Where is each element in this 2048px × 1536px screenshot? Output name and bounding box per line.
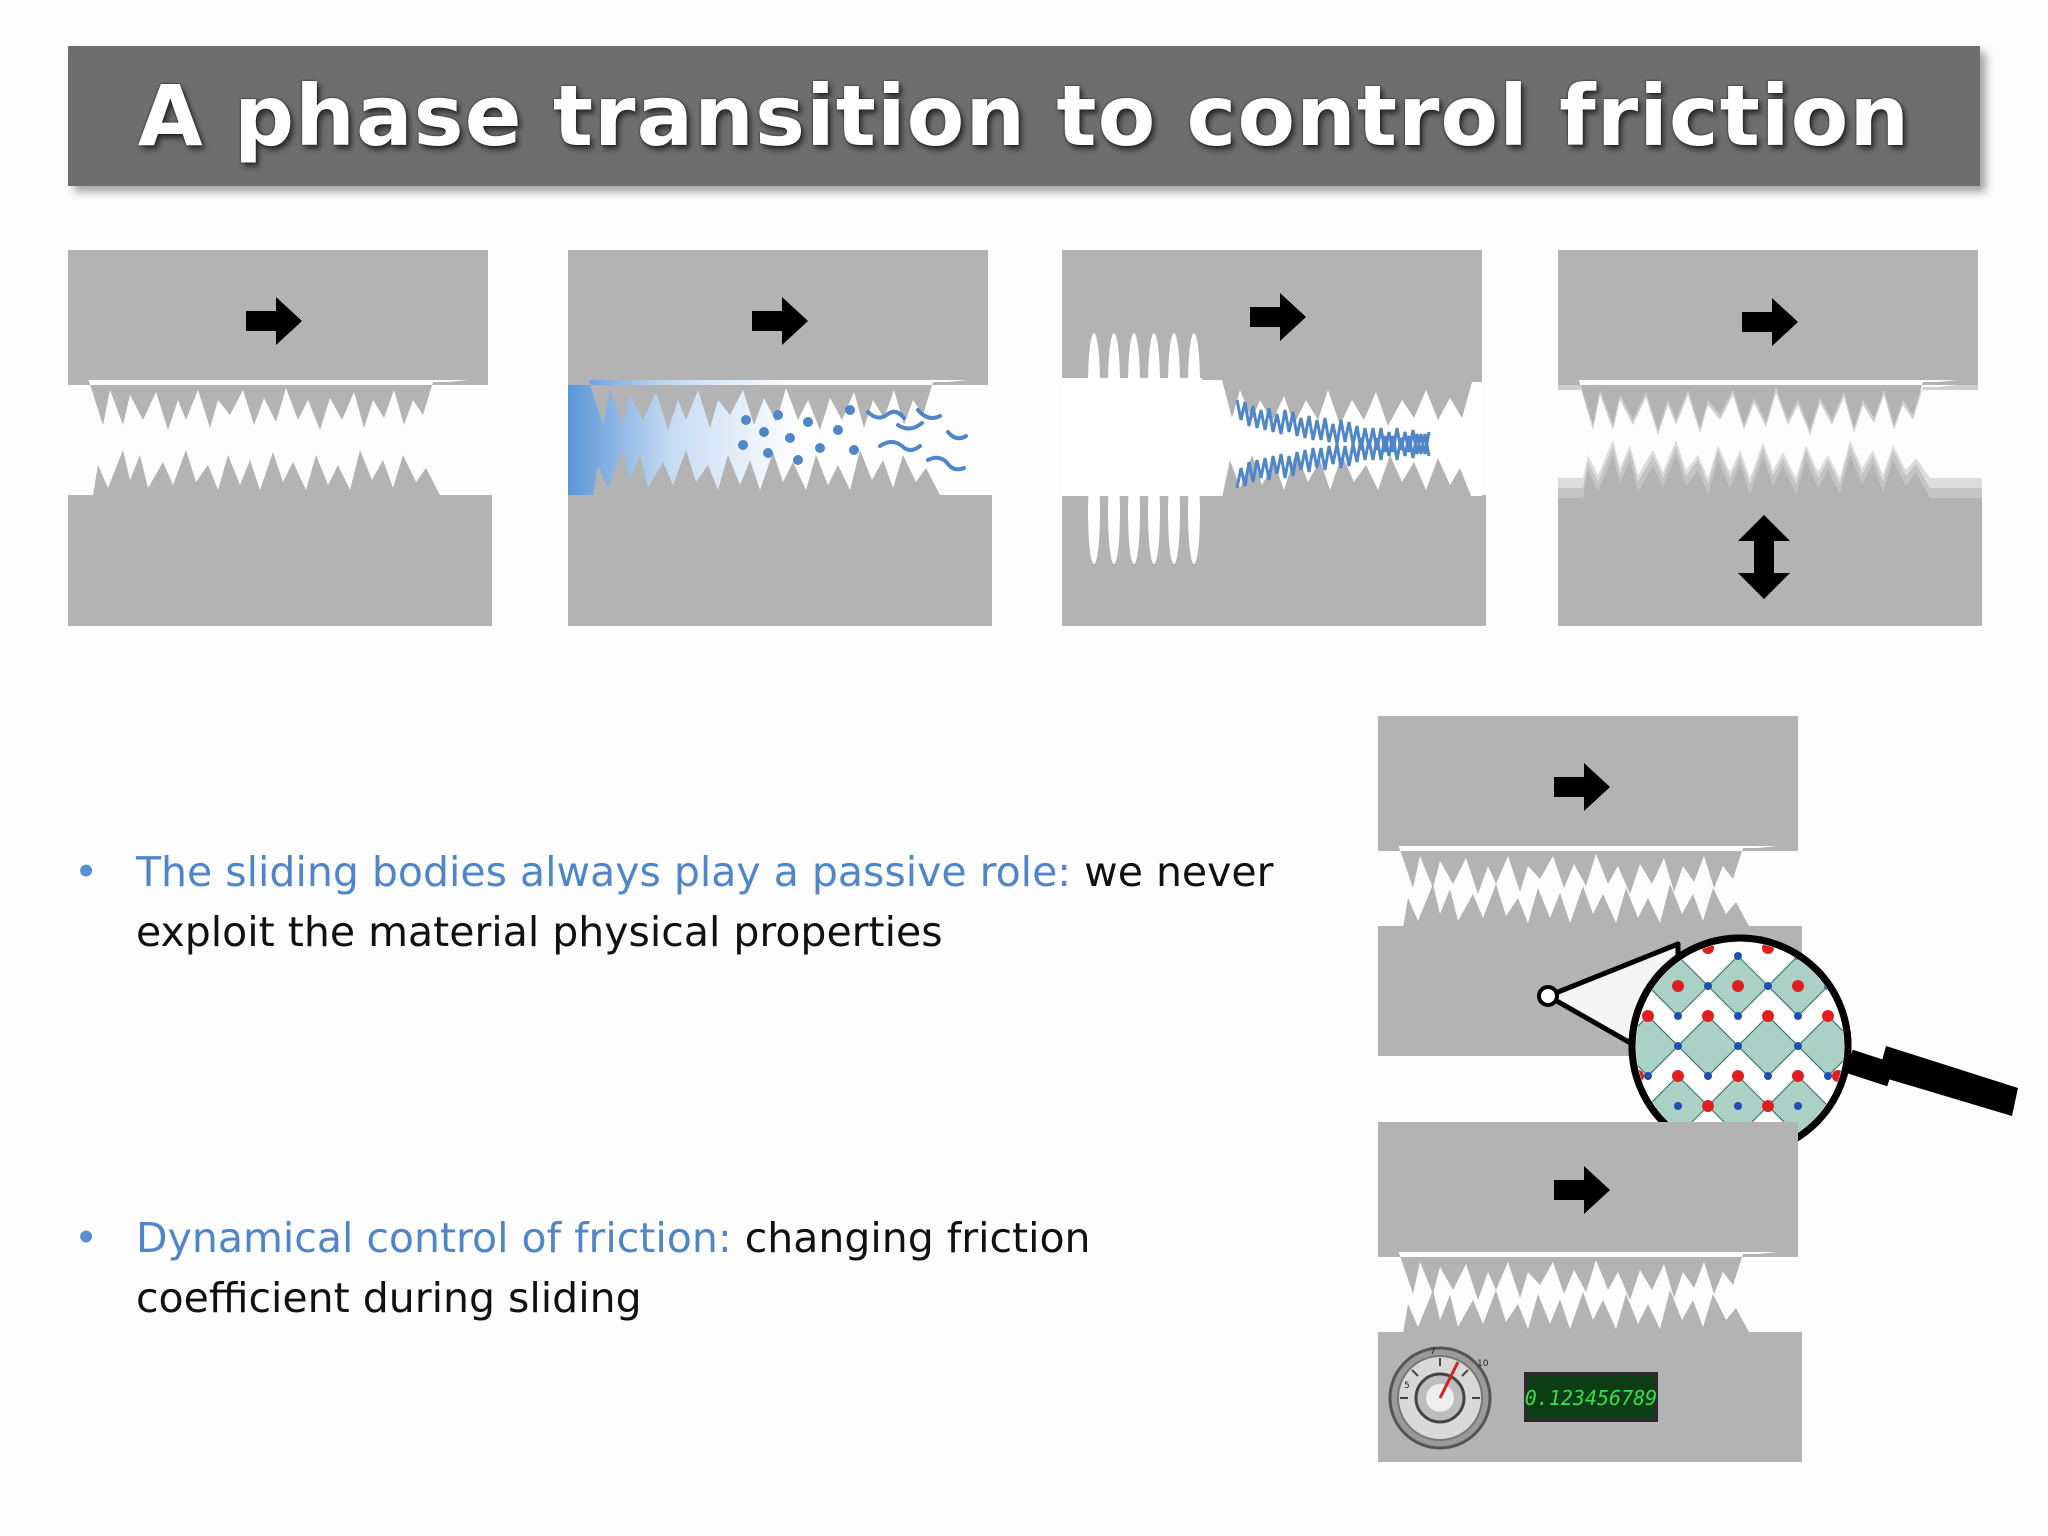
bullet-dynamical-control: • Dynamical control of friction: changin… xyxy=(74,1208,1134,1338)
right-arrow-icon xyxy=(1554,1166,1610,1214)
right-arrow-icon xyxy=(752,297,808,345)
dial-tick-label: 7 xyxy=(1430,1347,1436,1357)
bullet-text: The sliding bodies always play a passive… xyxy=(136,842,1336,962)
dial-tick-label: 5 xyxy=(1404,1381,1410,1391)
panel-normal-oscillation xyxy=(1558,250,1982,626)
right-arrow-icon xyxy=(246,297,302,345)
bullet-dot: • xyxy=(74,1214,99,1262)
bullet-highlight: Dynamical control of friction: xyxy=(136,1214,732,1262)
bullet-rest: we never exploit the material physical p… xyxy=(136,848,1274,956)
vertical-double-arrow-icon xyxy=(1738,515,1790,599)
panel-material-lattice xyxy=(1378,716,2018,1156)
dial-tick-label: 10 xyxy=(1477,1359,1489,1369)
knob-dial-icon[interactable]: 5 7 10 xyxy=(1388,1346,1492,1450)
panel-controllable-friction: 5 7 10 0.123456789 xyxy=(1378,1122,1802,1462)
panel-rough-contact xyxy=(68,250,492,626)
bullet-text: Dynamical control of friction: changing … xyxy=(136,1208,1136,1328)
title-banner: A phase transition to control friction xyxy=(68,46,1980,186)
right-arrow-icon xyxy=(1250,293,1306,341)
readout-value: 0.123456789 xyxy=(1525,1386,1657,1410)
bullet-dot: • xyxy=(74,848,99,896)
bullet-passive-role: • The sliding bodies always play a passi… xyxy=(74,842,1304,972)
bullet-rest: changing friction coefficient during sli… xyxy=(136,1214,1091,1322)
bullet-highlight: The sliding bodies always play a passive… xyxy=(136,848,1072,896)
page-title: A phase transition to control friction xyxy=(137,67,1911,165)
right-arrow-icon xyxy=(1742,298,1798,346)
panel-vibrating-contact xyxy=(1062,250,1486,626)
panel-lubricated-contact xyxy=(568,250,992,626)
digital-readout: 0.123456789 xyxy=(1524,1372,1658,1422)
right-arrow-icon xyxy=(1554,763,1610,811)
